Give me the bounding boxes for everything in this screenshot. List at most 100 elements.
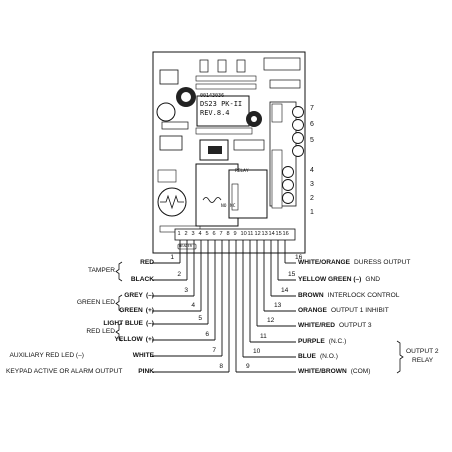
side-terminal-number: 7 — [310, 105, 314, 112]
wire-color-label: LIGHT BLUE(–) — [103, 319, 154, 328]
header-label: HEADER — [179, 244, 192, 248]
wire-signal: (+) — [145, 335, 154, 343]
side-terminal-number: 3 — [310, 181, 314, 188]
wire-function: INTERLOCK CONTROL — [327, 291, 400, 299]
wire-color: BLUE — [298, 352, 316, 360]
header-pin-number: 6 — [212, 231, 216, 237]
trim-pot — [156, 102, 176, 122]
wire-function: (N.O.) — [319, 352, 338, 360]
wire-color-label: BLUE(N.O.) — [298, 352, 338, 361]
header-pin-number: 12 — [254, 231, 261, 237]
wire-color-label: BLACK — [130, 275, 154, 284]
wire-color-label: WHITE/RED OUTPUT 3 — [298, 321, 372, 330]
header-pin-number: 1 — [177, 231, 181, 237]
wire-signal: (–) — [145, 319, 154, 327]
wire-pin-number: 9 — [246, 363, 250, 370]
wire-function: OUTPUT 1 INHIBIT — [330, 306, 389, 314]
wire-signal: (+) — [145, 306, 154, 314]
main-ic — [196, 95, 250, 127]
header-pin-number: 4 — [198, 231, 202, 237]
buzzer — [157, 187, 187, 217]
wire-color-label: RED — [140, 258, 154, 267]
wire-pin-number: 1 — [170, 254, 174, 261]
wire-pin-number: 6 — [205, 331, 209, 338]
header-pin-number: 9 — [233, 231, 237, 237]
wire-color: WHITE/BROWN — [298, 367, 347, 375]
group-label: TAMPER — [88, 267, 115, 274]
wire-function: (N.C.) — [328, 337, 347, 345]
header-pin-number: 13 — [261, 231, 268, 237]
side-terminal-number: 1 — [310, 209, 314, 216]
header-pin-number: 7 — [219, 231, 223, 237]
capacitor-block — [159, 69, 179, 85]
group-brace — [115, 322, 123, 342]
wire-color: ORANGE — [298, 306, 327, 314]
relay-brace — [396, 340, 404, 374]
board-model: DS23 PK-II — [200, 100, 243, 108]
wire-pin-number: 14 — [281, 287, 289, 294]
relay-nc-mark: NC — [230, 204, 236, 209]
wire-pin-number: 13 — [274, 302, 282, 309]
wire-pin-number: 15 — [288, 271, 296, 278]
header-pin-number: 14 — [268, 231, 275, 237]
relay-group-label-line2: RELAY — [412, 357, 434, 364]
wire-leads — [152, 240, 296, 373]
side-terminal-block — [269, 101, 304, 209]
wire-pin-number: 11 — [260, 333, 267, 340]
relay-label: RELAY — [235, 169, 249, 174]
group-label: GREEN LED — [76, 299, 115, 306]
wire-color-label: GREEN(+) — [119, 306, 154, 315]
wire-color-label: GREY(–) — [124, 291, 154, 300]
wire-color: GREEN — [119, 306, 143, 314]
wire-color-label: YELLOW(+) — [115, 335, 154, 344]
wire-color-label: YELLOW GREEN (–)GND — [298, 275, 381, 284]
header-pin-number: 15 — [275, 231, 282, 237]
side-terminal-number: 5 — [310, 137, 314, 144]
relay-group-label-line1: OUTPUT 2 — [406, 348, 439, 355]
group-brace — [115, 294, 123, 313]
wire-pin-number: 16 — [295, 254, 303, 261]
header-pin-number: 2 — [184, 231, 188, 237]
wire-pin-number: 7 — [212, 347, 216, 354]
wire-color: BROWN — [298, 291, 324, 299]
wire-color: PINK — [138, 367, 154, 375]
header-pin-number: 5 — [205, 231, 209, 237]
wire-function: (COM) — [350, 367, 371, 375]
group-brackets — [115, 261, 404, 374]
wire-pin-number: 4 — [191, 302, 195, 309]
group-label: KEYPAD ACTIVE OR ALARM OUTPUT — [6, 367, 123, 375]
wire-color: BLACK — [130, 275, 154, 283]
wire-color-label: PURPLE(N.C.) — [298, 337, 347, 346]
group-label: AUXILIARY RED LED (–) — [9, 351, 84, 359]
circuit-board — [152, 51, 306, 254]
wire-function: GND — [365, 275, 381, 283]
side-terminal-number: 6 — [310, 121, 314, 128]
wire-color: PURPLE — [298, 337, 325, 345]
relay-no-mark: NO — [221, 204, 227, 209]
wire-color-label: WHITE/BROWN(COM) — [298, 367, 371, 376]
wire-color: RED — [140, 258, 154, 266]
header-pin-number: 11 — [247, 231, 254, 237]
wire-color: LIGHT BLUE — [103, 319, 143, 327]
board-stamp: 00143036 — [200, 93, 225, 99]
wire-color: WHITE — [132, 351, 154, 359]
relay — [195, 163, 268, 227]
wire-function: DURESS OUTPUT — [354, 258, 411, 266]
wire-color-label: WHITE — [132, 351, 154, 360]
wire-pin-number: 3 — [184, 287, 188, 294]
header-pin-number: 8 — [226, 231, 230, 237]
group-brace — [115, 261, 123, 282]
wire-pin-number: 10 — [253, 348, 261, 355]
wire-color: GREY — [124, 291, 143, 299]
wire-color-label: PINK — [138, 367, 154, 376]
wire-pin-number: 8 — [219, 363, 223, 370]
wire-function: OUTPUT 3 — [339, 321, 372, 329]
header-pin-number: 16 — [282, 231, 289, 237]
wire-pin-number: 2 — [177, 271, 181, 278]
wire-color: WHITE/RED — [298, 321, 335, 329]
header-pin-number: 3 — [191, 231, 195, 237]
